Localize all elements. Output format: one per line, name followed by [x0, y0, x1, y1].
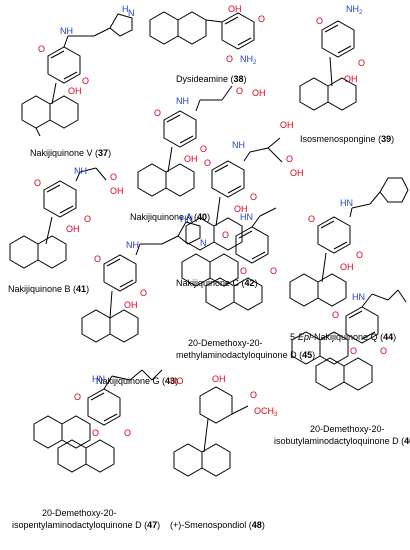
- oh-label: OH: [124, 300, 138, 310]
- o-label: O: [200, 144, 207, 154]
- compound-name: Nakijiquinone C (42): [176, 278, 258, 288]
- o-label: O: [236, 86, 243, 96]
- compound-name: Nakijiquinone A (40): [130, 212, 210, 222]
- o-label: O: [250, 390, 257, 400]
- oh-label: OH: [252, 88, 266, 98]
- hn-label: HN: [240, 212, 253, 222]
- compound-name-line1: 20-Demethoxy-20-: [310, 424, 385, 434]
- oh-label: OH: [212, 374, 226, 384]
- oh-label: OH: [280, 120, 294, 130]
- compound-name-line1: 20-Demethoxy-20-: [188, 338, 263, 348]
- o-label: O: [258, 14, 265, 24]
- compound-name-line1: 20-Demethoxy-20-: [42, 508, 117, 518]
- o-label: O: [286, 154, 293, 164]
- oh-label: OH: [66, 224, 80, 234]
- o-label: O: [356, 250, 363, 260]
- o-label: O: [240, 266, 247, 276]
- compound-39: NH2 O O OH Isosmenospongine (39): [299, 4, 394, 144]
- o-label: O: [92, 428, 99, 438]
- compound-41: NH O OH O O OH Nakijiquinone B (41): [8, 166, 124, 294]
- o-label: O: [380, 346, 387, 356]
- o-label: O: [226, 54, 233, 64]
- compound-name: (+)-Smenospondiol (48): [170, 520, 265, 530]
- compound-name: Isosmenospongine (39): [300, 134, 394, 144]
- o-label: O: [250, 192, 257, 202]
- compound-name-line2: isobutylaminodactyloquinone D (46): [274, 436, 410, 446]
- o-label: O: [82, 76, 89, 86]
- compound-45: HN O O O 20-Demethoxy-20- methylaminodac…: [176, 207, 315, 360]
- o-label: O: [332, 310, 339, 320]
- o-label: O: [308, 214, 315, 224]
- compound-name-line2: isopentylaminodactyloquinone D (47): [12, 520, 160, 530]
- nh-label: NH: [60, 26, 73, 36]
- oh-label: OH: [340, 262, 354, 272]
- nh-label: NH: [126, 240, 139, 250]
- compound-37: NH N H O O OH Nakijiquinone V (37): [21, 4, 135, 158]
- oh-label: OH: [110, 186, 124, 196]
- compound-name: Nakijiquinone B (41): [8, 284, 89, 294]
- oh-label: OH: [344, 74, 358, 84]
- o-label: O: [204, 158, 211, 168]
- compound-48: HO OH O OCH3 (+)-Smenospondiol (48): [170, 374, 278, 530]
- o-label: O: [140, 288, 147, 298]
- compound-name: Nakijiquinone V (37): [30, 148, 111, 158]
- ho-label: HO: [170, 376, 184, 386]
- o-label: O: [316, 16, 323, 26]
- compound-40: NH O OH O O OH Nakijiquinone A (40): [130, 85, 266, 222]
- o-label: O: [110, 172, 117, 182]
- h-label: H: [122, 4, 129, 14]
- nh2-label: NH2: [240, 54, 257, 66]
- compound-47: HN O O O 20-Demethoxy-20- isopentylamino…: [12, 369, 163, 530]
- compound-name: Nakijiquinone G (43): [96, 376, 178, 386]
- hn-label: HN: [92, 374, 105, 384]
- compound-42: NH OH O OH O O OH Nakijiquinone C (42): [176, 120, 304, 288]
- hn-label: HN: [352, 292, 365, 302]
- o-label: O: [350, 346, 357, 356]
- o-label: O: [34, 178, 41, 188]
- o-label: O: [222, 230, 229, 240]
- o-label: O: [74, 392, 81, 402]
- o-label: O: [38, 44, 45, 54]
- oh-label: OH: [228, 4, 242, 14]
- nh-label: NH: [176, 96, 189, 106]
- n-label: N: [200, 238, 207, 248]
- oh-label: OH: [234, 204, 248, 214]
- hn-label: HN: [340, 198, 353, 208]
- hn-label: HN: [180, 214, 193, 224]
- compound-46: HN O O O 20-Demethoxy-20- isobutylaminod…: [274, 289, 410, 446]
- compound-name-line2: methylaminodactyloquinone D (45): [176, 350, 315, 360]
- o-label: O: [124, 428, 131, 438]
- nh-label: NH: [74, 166, 87, 176]
- ester-label: OCH3: [254, 406, 278, 418]
- oh-label: OH: [290, 168, 304, 178]
- oh-label: OH: [68, 86, 82, 96]
- compound-38: OH O O NH2 Dysideamine (38): [149, 4, 265, 84]
- o-label: O: [84, 214, 91, 224]
- o-label: O: [94, 254, 101, 264]
- oh-label: OH: [184, 154, 198, 164]
- o-label: O: [154, 108, 161, 118]
- o-label: O: [270, 266, 277, 276]
- compound-name: Dysideamine (38): [176, 74, 247, 84]
- nh2-label: NH2: [346, 4, 363, 16]
- compound-43: NH HN N O O OH Nakijiquinone G (43): [81, 214, 207, 386]
- n-label: N: [128, 8, 135, 18]
- nh-label: NH: [232, 140, 245, 150]
- compound-44: HN O O OH 5-Epi-Nakijiquinone Q (44): [289, 177, 409, 342]
- o-label: O: [358, 58, 365, 68]
